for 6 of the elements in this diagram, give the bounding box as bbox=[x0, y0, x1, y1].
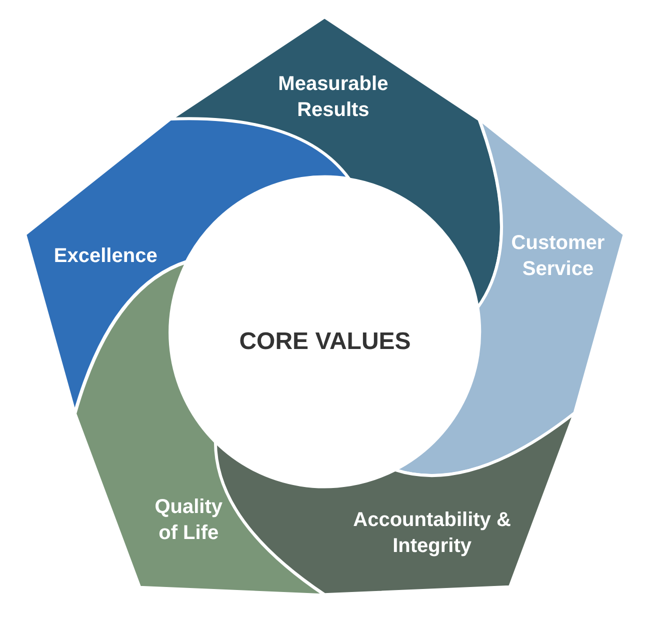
segment-label: Excellence bbox=[52, 244, 158, 270]
segment-label: Customer Service bbox=[510, 231, 606, 282]
segment-label: Measurable Results bbox=[277, 72, 390, 124]
center-title: CORE VALUES bbox=[239, 328, 411, 356]
segment-label: Quality of Life bbox=[154, 494, 224, 546]
segment-label: Accountability & Integrity bbox=[352, 508, 512, 560]
